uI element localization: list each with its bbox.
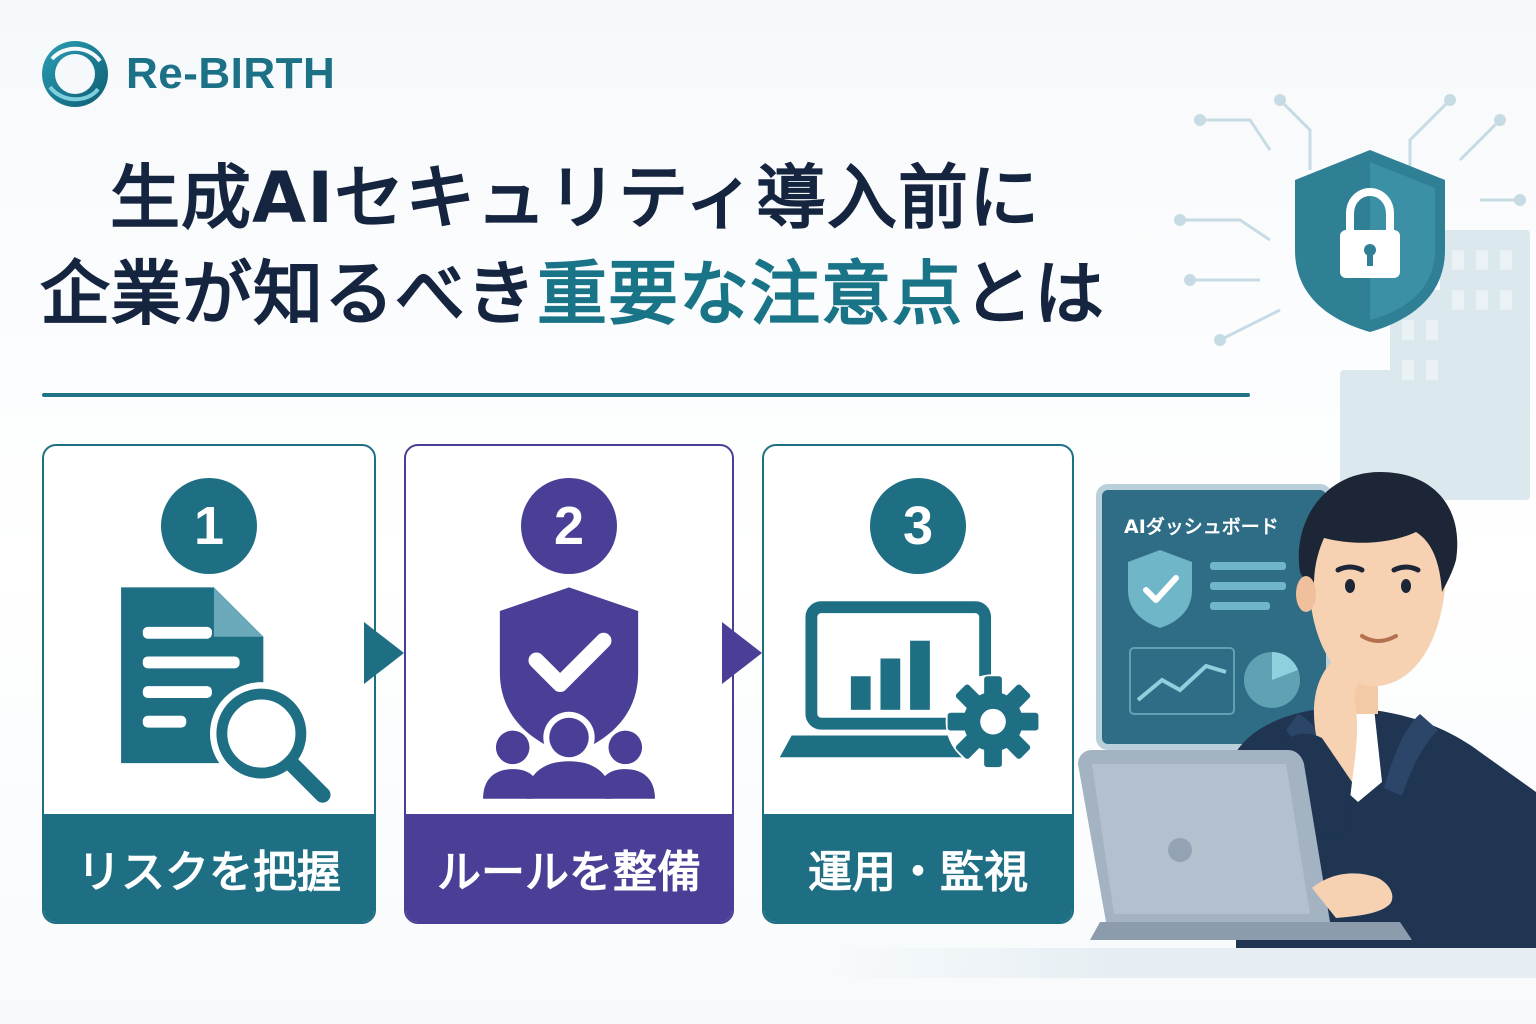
step-card-1: 1 リスクを把握 xyxy=(42,444,376,924)
dashboard-widgets xyxy=(1128,550,1300,715)
step-number-badge: 1 xyxy=(161,478,257,574)
security-shield-lock-illustration xyxy=(1174,94,1530,500)
headline-line-2: 企業が知るべき重要な注意点とは xyxy=(40,246,1270,342)
businessman-illustration xyxy=(1078,472,1536,952)
brand-name: Re-BIRTH xyxy=(126,49,336,98)
step-number-badge: 2 xyxy=(521,478,617,574)
brand-logo: Re-BIRTH xyxy=(38,34,398,114)
headline: 生成AIセキュリティ導入前に 企業が知るべき重要な注意点とは xyxy=(40,150,1270,342)
dashboard-title: AIダッシュボード xyxy=(1124,516,1279,538)
headline-line-1: 生成AIセキュリティ導入前に xyxy=(110,157,1041,239)
step-label: 運用・監視 xyxy=(764,814,1072,922)
step-label: リスクを把握 xyxy=(44,814,374,922)
rebirth-logo-icon xyxy=(42,41,108,107)
arrow-right-icon xyxy=(364,622,404,684)
step-label: ルールを整備 xyxy=(406,814,732,922)
headline-divider xyxy=(42,393,1250,397)
laptop-chart-gear-icon xyxy=(779,601,1041,770)
desk-surface xyxy=(830,948,1536,978)
shield-check-team-icon xyxy=(483,587,655,799)
headline-prefix: 企業が知るべき xyxy=(40,253,537,335)
ai-dashboard-screen: AIダッシュボード xyxy=(1096,484,1332,750)
step-card-3: 3 運用・監視 xyxy=(762,444,1074,924)
headline-suffix: とは xyxy=(963,253,1105,335)
step-card-2: 2 ルールを整備 xyxy=(404,444,734,924)
document-search-icon xyxy=(121,587,331,803)
step-number-badge: 3 xyxy=(870,478,966,574)
headline-highlight: 重要な注意点 xyxy=(537,253,963,335)
arrow-right-icon xyxy=(722,622,762,684)
